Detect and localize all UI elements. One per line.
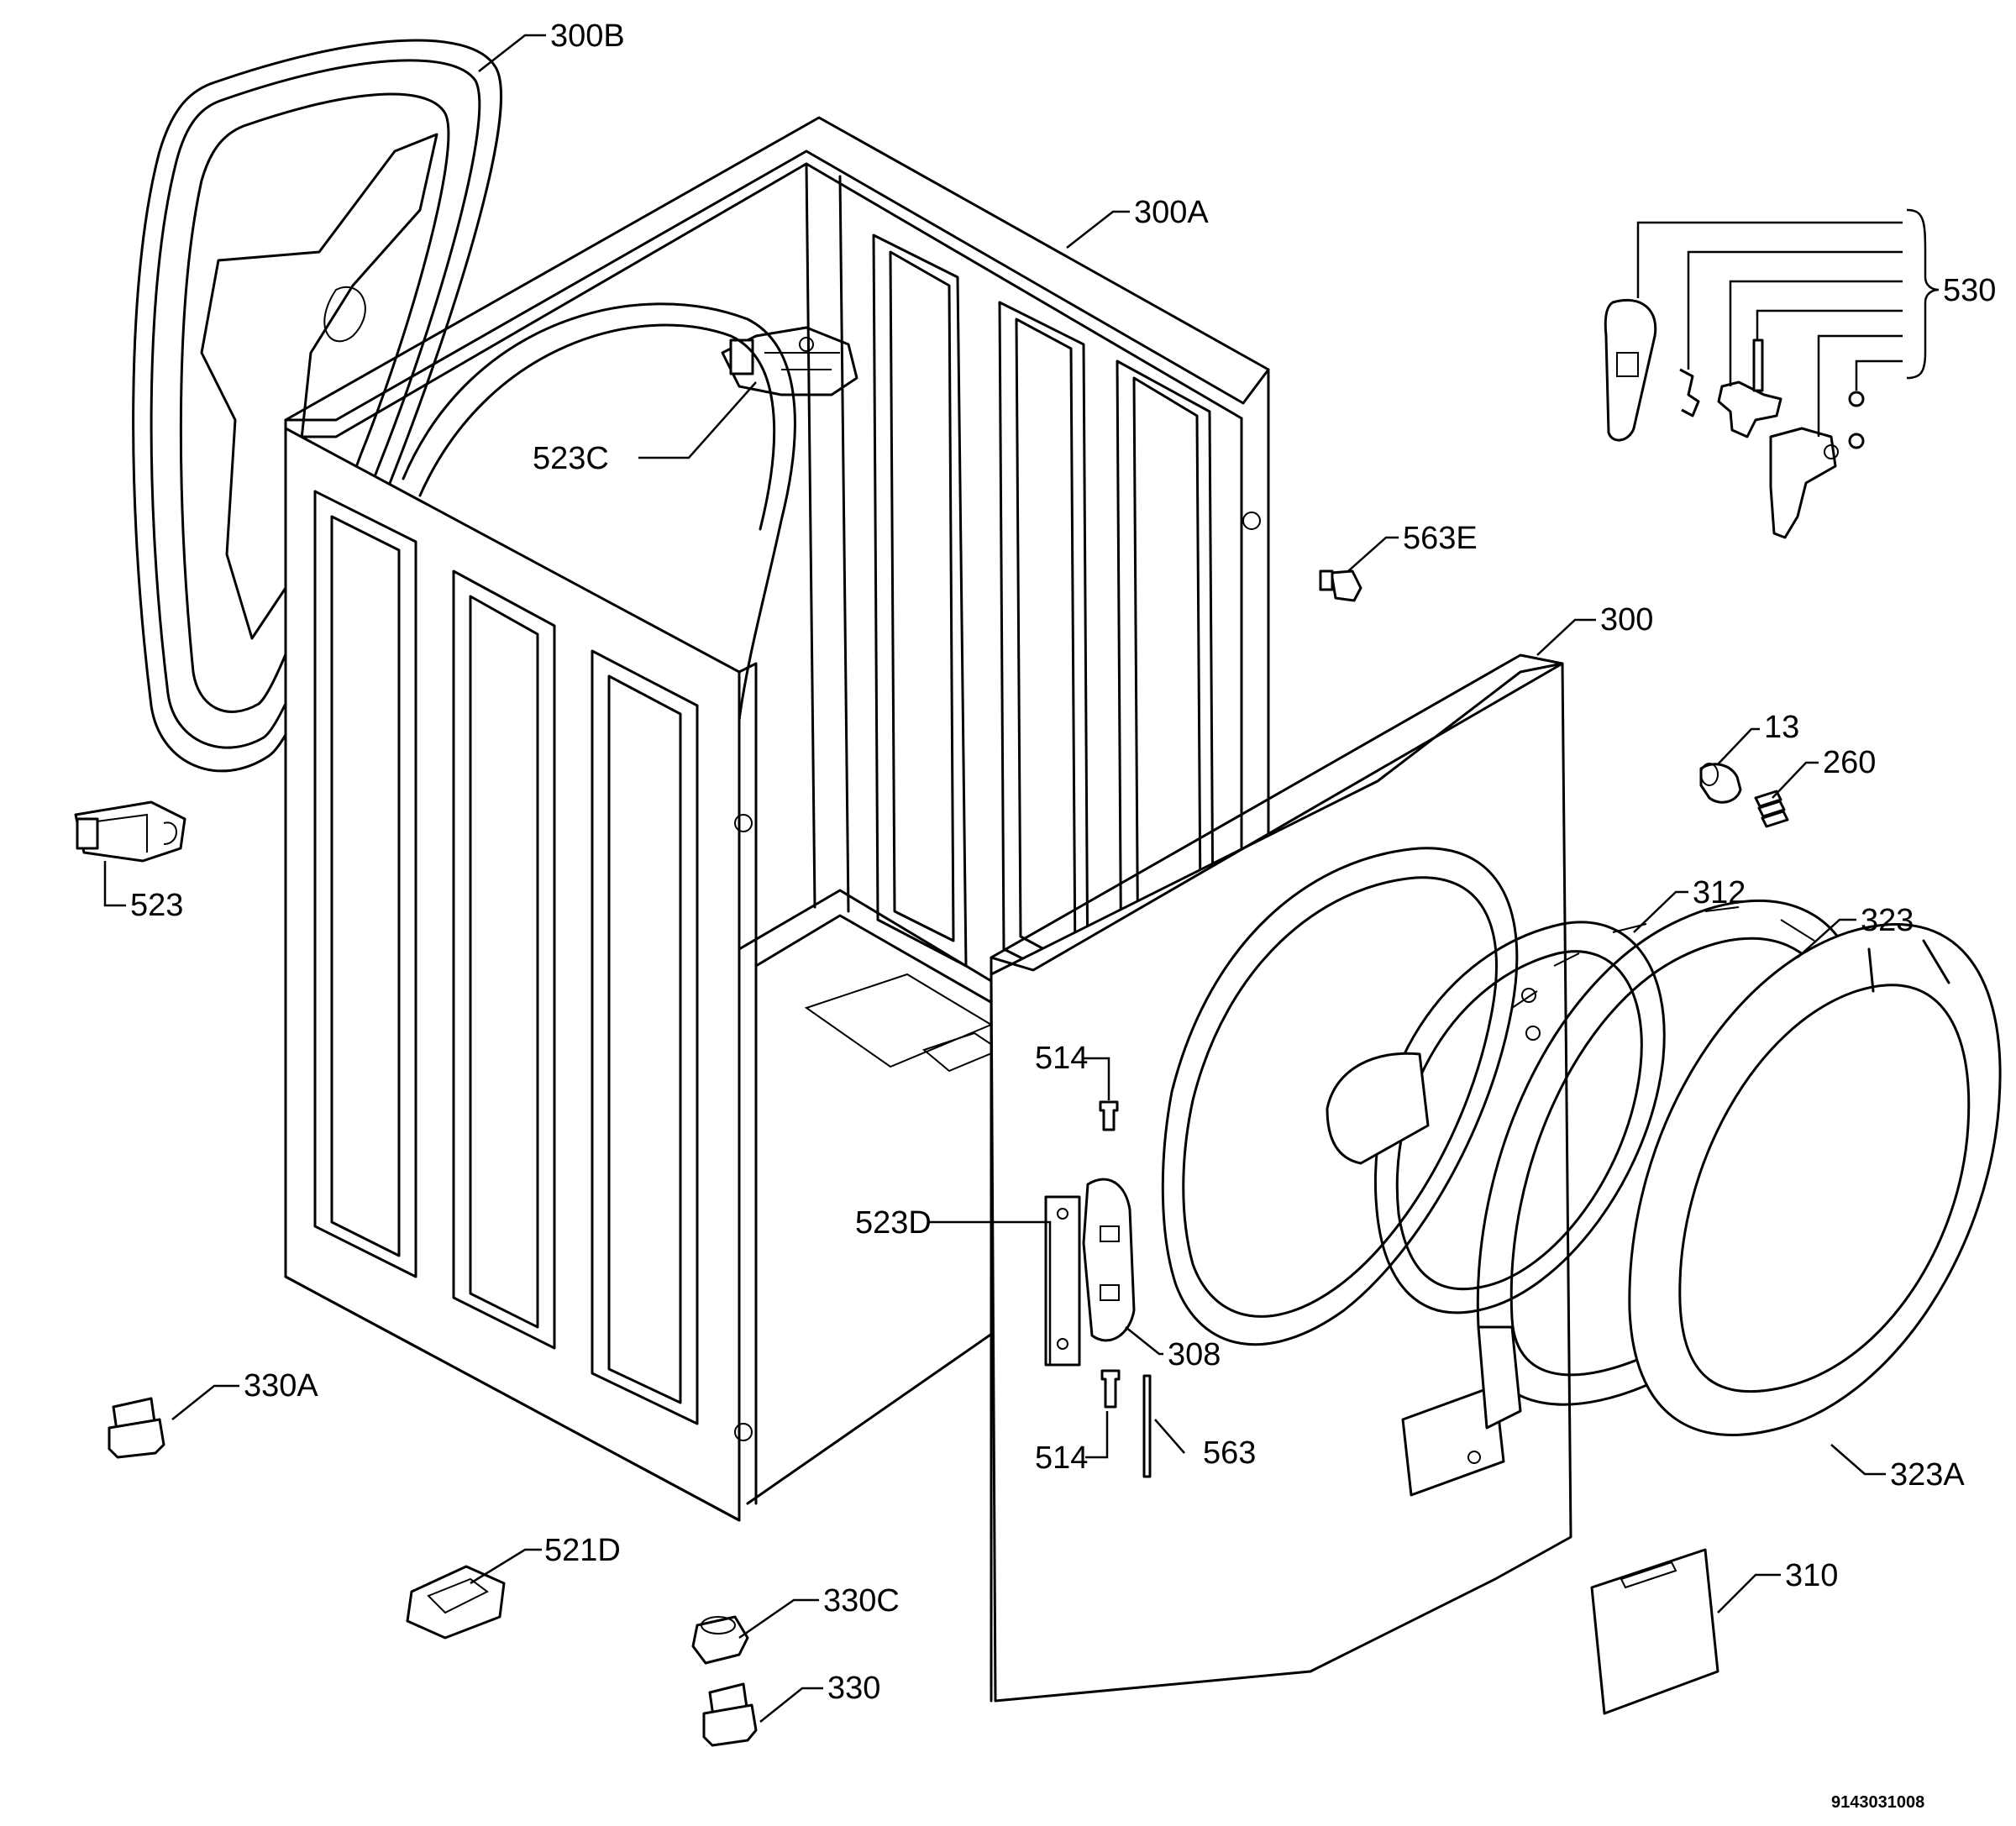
label-323a: 323A: [1890, 1457, 1965, 1493]
part-521d-pad[interactable]: [406, 1565, 506, 1640]
part-330a-foot[interactable]: [108, 1397, 165, 1459]
part-563e-lamp[interactable]: [1319, 569, 1362, 602]
label-300a: 300A: [1134, 195, 1209, 230]
label-300: 300: [1600, 602, 1653, 638]
label-514-upper: 514: [1035, 1041, 1088, 1076]
label-308: 308: [1168, 1337, 1221, 1372]
label-330: 330: [827, 1671, 880, 1706]
label-260: 260: [1823, 745, 1876, 780]
part-563-rod[interactable]: [1142, 1374, 1152, 1478]
label-330c: 330C: [823, 1583, 900, 1619]
label-563e: 563E: [1403, 521, 1478, 556]
part-310-flap[interactable]: [1590, 1548, 1719, 1715]
label-312: 312: [1693, 875, 1746, 910]
part-523-hinge-bracket[interactable]: [74, 800, 186, 863]
part-300-front-panel[interactable]: [990, 653, 1572, 1703]
callout-530-brackets: [1636, 208, 1940, 437]
part-523c-bracket[interactable]: [721, 326, 858, 396]
part-514-screw-upper[interactable]: [1099, 1100, 1119, 1131]
label-521d: 521D: [544, 1533, 621, 1568]
label-530: 530: [1943, 273, 1996, 308]
part-260-spring[interactable]: [1754, 790, 1789, 828]
label-323: 323: [1861, 903, 1914, 938]
label-300b: 300B: [550, 18, 625, 54]
part-312-door-inner-ring[interactable]: [1326, 921, 1666, 1314]
label-514-lower: 514: [1035, 1440, 1088, 1476]
label-13: 13: [1764, 710, 1799, 745]
part-330c-nut[interactable]: [691, 1615, 749, 1665]
callout-leaders: [103, 34, 1886, 1723]
label-330a: 330A: [244, 1368, 318, 1404]
part-530-door-lock-assembly[interactable]: [1604, 298, 1865, 539]
part-523d-hinge-plate[interactable]: [1044, 1195, 1081, 1367]
label-310: 310: [1785, 1558, 1838, 1593]
document-number: 9143031008: [1831, 1793, 1924, 1812]
part-514-screw-lower[interactable]: [1100, 1369, 1121, 1409]
label-523c: 523C: [533, 441, 609, 476]
part-308-hinge[interactable]: [1082, 1178, 1136, 1342]
part-330-foot[interactable]: [702, 1682, 758, 1747]
label-523d: 523D: [855, 1205, 932, 1241]
part-13-bushing[interactable]: [1699, 763, 1742, 804]
label-523: 523: [130, 888, 183, 923]
callout-labels: 300B 300A 530 523C 563E 300 13 260 523 3…: [130, 18, 1996, 1812]
label-563: 563: [1203, 1435, 1256, 1471]
part-323a-outer-door-ring[interactable]: [1628, 923, 2002, 1436]
